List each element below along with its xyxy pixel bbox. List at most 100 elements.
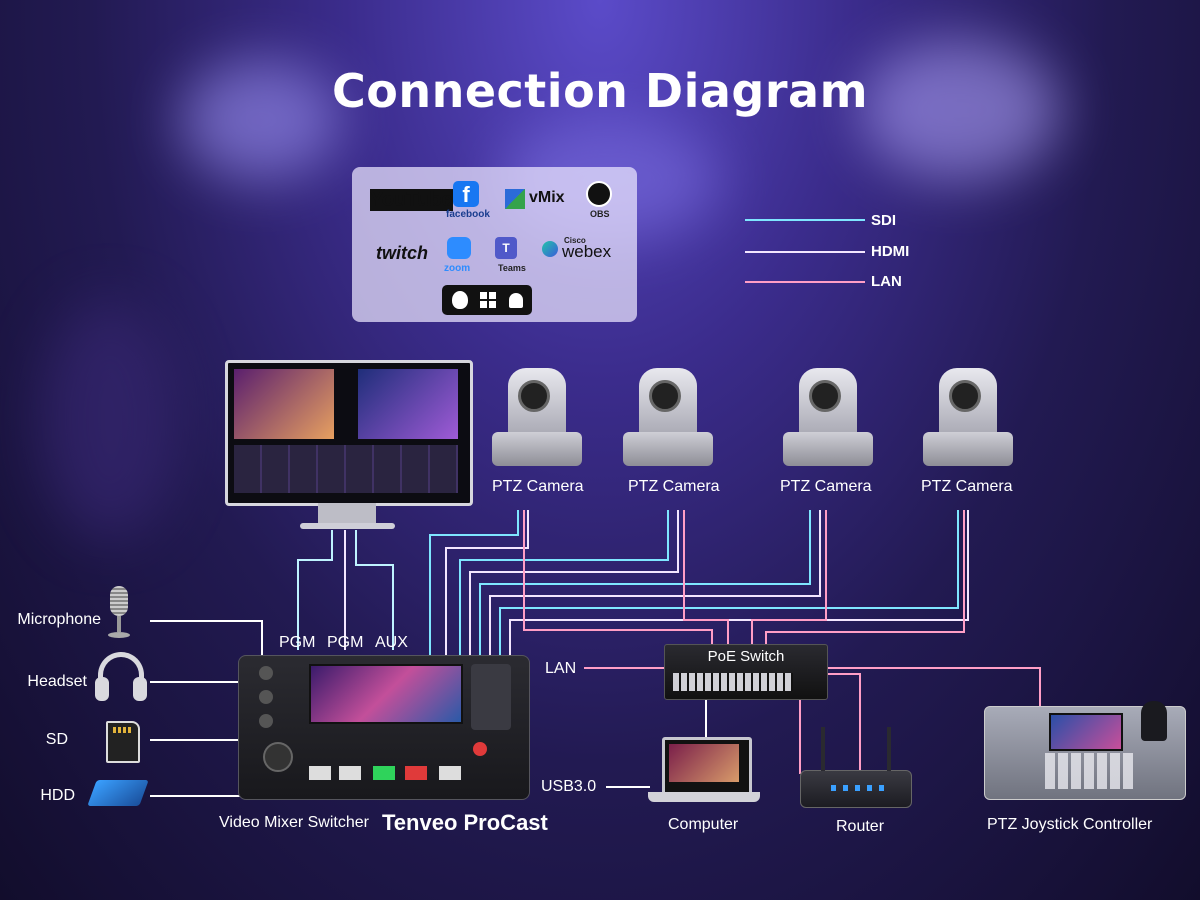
legend-hdmi-line bbox=[745, 251, 865, 253]
hdd-icon bbox=[87, 780, 149, 806]
ptz-camera-3 bbox=[783, 368, 873, 466]
android-icon bbox=[509, 293, 523, 308]
headset-icon bbox=[95, 652, 147, 701]
camera-2-hdmi-wire bbox=[469, 510, 679, 660]
ptz-camera-4 bbox=[923, 368, 1013, 466]
facebook-icon: f bbox=[453, 181, 479, 207]
poe-joystick-wire bbox=[826, 667, 1041, 706]
stage-light bbox=[180, 60, 340, 180]
monitor-multiview bbox=[234, 445, 458, 493]
youtube-logo: YouTube bbox=[370, 189, 453, 212]
camera-1-sdi-wire bbox=[429, 510, 519, 660]
poe-switch: PoE Switch bbox=[664, 644, 828, 700]
sd-card-icon bbox=[106, 721, 140, 763]
twitch-label: twitch bbox=[376, 243, 428, 263]
obs-icon bbox=[586, 181, 612, 207]
knob-icon bbox=[259, 714, 273, 728]
camera-4-sdi-wire bbox=[499, 510, 959, 660]
poe-ports bbox=[673, 673, 793, 691]
camera-3-hdmi-wire bbox=[489, 510, 821, 660]
record-button bbox=[473, 742, 487, 756]
switcher-button bbox=[439, 766, 461, 780]
monitor-stand bbox=[318, 503, 376, 523]
camera-3-lan-wire bbox=[751, 510, 827, 645]
camera-3-sdi-wire bbox=[479, 510, 811, 660]
knob-icon bbox=[259, 690, 273, 704]
camera-1-lan-wire bbox=[523, 510, 713, 645]
camera-label-4: PTZ Camera bbox=[921, 478, 1013, 495]
switcher-caption: Video Mixer Switcher bbox=[219, 814, 369, 831]
router-icon bbox=[800, 727, 912, 808]
legend-sdi-line bbox=[745, 219, 865, 221]
teams-icon: T bbox=[495, 237, 517, 259]
computer-label: Computer bbox=[668, 816, 739, 833]
poe-switch-label: PoE Switch bbox=[707, 648, 785, 665]
legend-lan-label: LAN bbox=[871, 273, 902, 290]
monitor bbox=[225, 360, 473, 506]
camera-label-1: PTZ Camera bbox=[492, 478, 584, 495]
switcher-brand: Tenveo ProCast bbox=[382, 810, 548, 835]
microphone-label: Microphone bbox=[17, 611, 101, 628]
switcher-button bbox=[309, 766, 331, 780]
pgm-label-2: PGM bbox=[327, 634, 364, 651]
vmix-label: vMix bbox=[529, 189, 565, 206]
vmix-icon bbox=[505, 189, 525, 209]
switcher-button bbox=[405, 766, 427, 780]
facebook-label: facebook bbox=[446, 209, 490, 220]
camera-4-lan-wire bbox=[765, 510, 965, 645]
laptop-base bbox=[648, 792, 760, 802]
camera-label-3: PTZ Camera bbox=[780, 478, 872, 495]
webex-cisco-label: Cisco bbox=[564, 236, 586, 245]
camera-1-hdmi-wire bbox=[445, 510, 529, 660]
video-mixer-switcher bbox=[238, 655, 530, 800]
jog-wheel-icon bbox=[263, 742, 293, 772]
zoom-icon bbox=[447, 237, 471, 259]
camera-2-sdi-wire bbox=[459, 510, 669, 660]
hdd-label: HDD bbox=[40, 787, 75, 804]
monitor-base bbox=[300, 523, 395, 529]
pgm-label-1: PGM bbox=[279, 634, 316, 651]
microphone-icon bbox=[104, 586, 134, 640]
ptz-joystick-controller bbox=[984, 701, 1186, 800]
webex-icon bbox=[542, 241, 558, 257]
joystick-icon bbox=[1141, 701, 1167, 741]
zoom-label: zoom bbox=[444, 263, 471, 274]
headset-label: Headset bbox=[27, 673, 87, 690]
microphone-wire bbox=[150, 620, 263, 655]
lan-label: LAN bbox=[545, 660, 577, 677]
obs-label: OBS bbox=[590, 209, 610, 219]
switcher-screen bbox=[309, 664, 463, 724]
joystick-keypad bbox=[1045, 753, 1135, 789]
aux-label: AUX bbox=[375, 634, 408, 651]
switcher-button bbox=[339, 766, 361, 780]
legend-sdi-label: SDI bbox=[871, 212, 897, 229]
joystick-label: PTZ Joystick Controller bbox=[987, 816, 1153, 833]
camera-4-hdmi-wire bbox=[509, 510, 969, 660]
windows-icon bbox=[480, 292, 496, 308]
page-title: Connection Diagram bbox=[331, 64, 869, 118]
os-bar bbox=[442, 285, 532, 315]
monitor-preview bbox=[234, 369, 334, 439]
poe-router-wire-2 bbox=[820, 673, 861, 774]
pgm-wire-1 bbox=[297, 530, 333, 650]
stage-light bbox=[40, 300, 180, 540]
ptz-camera-2 bbox=[623, 368, 713, 466]
apple-icon bbox=[452, 291, 468, 309]
switcher-button bbox=[373, 766, 395, 780]
computer-icon bbox=[662, 737, 752, 795]
t-bar bbox=[471, 664, 511, 730]
camera-2-lan-wire bbox=[683, 510, 729, 645]
webex-label: webex bbox=[562, 242, 612, 261]
legend-hdmi-label: HDMI bbox=[871, 243, 910, 260]
knob-icon bbox=[259, 666, 273, 680]
legend-lan-line bbox=[745, 281, 865, 283]
camera-label-2: PTZ Camera bbox=[628, 478, 720, 495]
usb-label: USB3.0 bbox=[541, 778, 597, 795]
joystick-screen bbox=[1049, 713, 1123, 751]
aux-wire bbox=[355, 530, 394, 650]
sd-label: SD bbox=[45, 731, 68, 748]
monitor-program bbox=[358, 369, 458, 439]
youtube-label: YouTube bbox=[370, 189, 453, 211]
